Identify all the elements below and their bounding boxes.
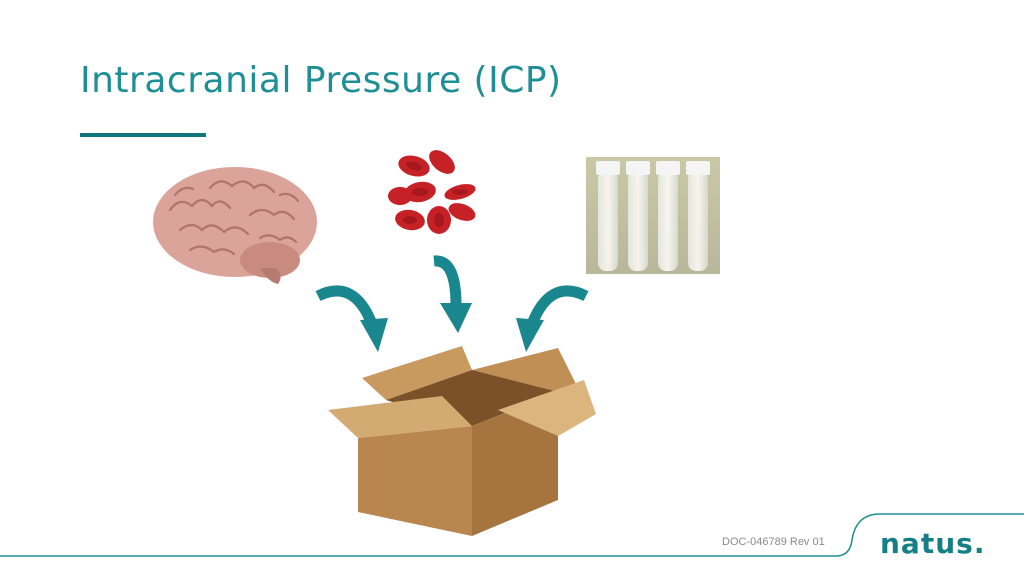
natus-logo: natus. xyxy=(880,527,985,560)
title-underline xyxy=(80,133,206,137)
footer-divider xyxy=(0,513,1024,557)
arrow-left-icon xyxy=(315,285,388,352)
logo-text: natus xyxy=(880,527,974,560)
brain-icon xyxy=(153,167,317,284)
document-reference: DOC-046789 Rev 01 xyxy=(722,536,825,548)
arrow-middle-icon xyxy=(433,255,472,333)
csf-tubes-icon xyxy=(586,157,720,274)
arrow-right-icon xyxy=(516,285,589,352)
red-blood-cells-icon xyxy=(388,150,476,234)
slide-title: Intracranial Pressure (ICP) xyxy=(80,60,562,101)
open-box-icon xyxy=(328,346,596,536)
logo-mark: . xyxy=(973,527,986,560)
